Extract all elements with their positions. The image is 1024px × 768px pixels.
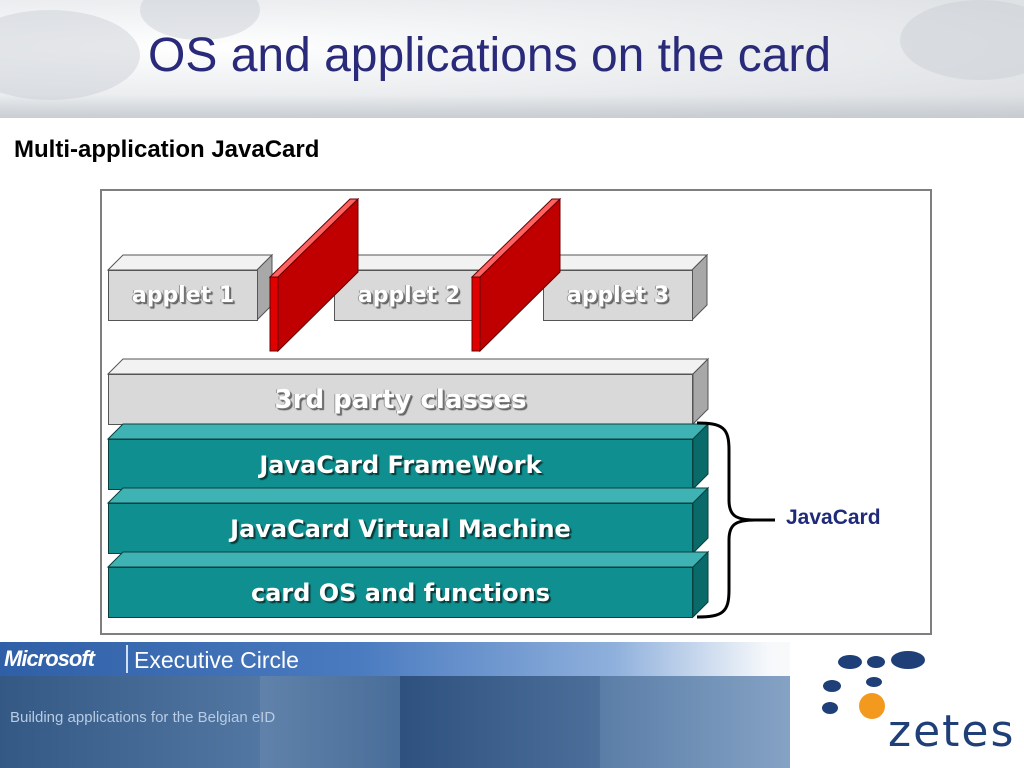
header-cloud-decoration [0,10,140,100]
layer-card-os: card OS and functions [106,550,710,619]
ms-bar-separator [126,645,128,673]
javacard-brace-label: JavaCard [786,506,881,529]
footer-caption: Building applications for the Belgian eI… [10,709,276,726]
executive-circle-label: Executive Circle [134,647,299,673]
microsoft-logo: Microsoft [4,646,95,671]
zetes-dots-icon [822,651,925,719]
layer-3rd-party-classes: 3rd party classes [106,357,710,426]
applet-1-label: applet 1 [108,270,258,321]
applet-3-block: applet 3 [541,253,709,322]
footer-banner: Microsoft Executive Circle Building appl… [0,642,1024,768]
javacard-brace [696,421,775,619]
zetes-logo-text: zetes [888,706,1016,757]
slide-header: OS and applications on the card [0,0,1024,118]
footer-photo-office [0,676,260,768]
layer-javacard-vm: JavaCard Virtual Machine [106,486,710,555]
zetes-logo-area [790,642,1024,768]
applet-1-block: applet 1 [106,253,274,322]
applet-2-label: applet 2 [334,270,484,321]
layer-card-os-3d-edges [106,550,710,619]
layer-framework-label: JavaCard FrameWork [108,439,693,490]
layer-3rd-party-label: 3rd party classes [108,374,693,425]
applet-3-label: applet 3 [543,270,693,321]
layer-card-os-label: card OS and functions [108,567,693,618]
footer-photo-lab [600,676,790,768]
slide-subtitle: Multi-application JavaCard [14,136,320,163]
slide-title: OS and applications on the card [148,29,832,82]
header-cloud-decoration [900,0,1024,80]
applet-firewall-1 [268,197,360,353]
layer-vm-label: JavaCard Virtual Machine [108,503,693,554]
applet-firewall-2 [470,197,562,353]
footer-photo-people [260,676,400,768]
applet-2-block: applet 2 [332,253,500,322]
layer-javacard-framework: JavaCard FrameWork [106,422,710,491]
footer-photo-chipcard [400,676,600,768]
